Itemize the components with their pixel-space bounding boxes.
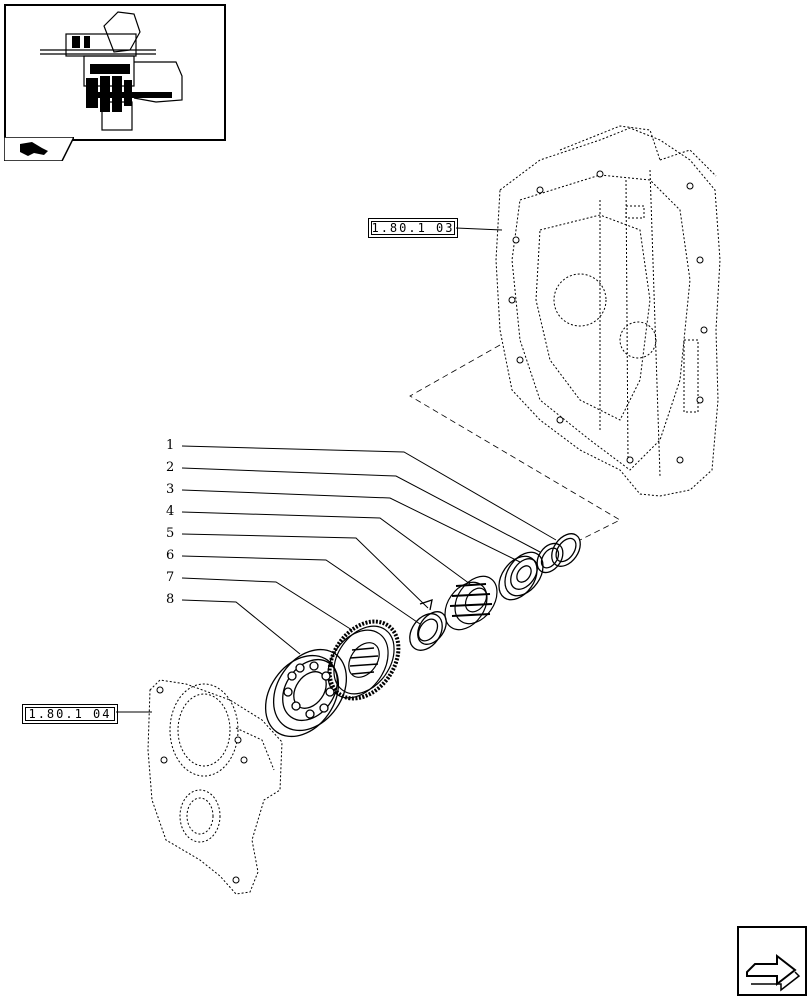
- callout-6: 6: [166, 548, 175, 563]
- gearbox-housing: [495, 125, 721, 497]
- assembly-thumbnail-icon: [40, 11, 183, 131]
- section-tab[interactable]: [3, 136, 76, 162]
- callout-7: 7: [166, 570, 175, 585]
- callout-8: 8: [166, 592, 175, 607]
- part-7-gear: [327, 619, 401, 701]
- callout-5: 5: [166, 526, 175, 541]
- part-1-circlip: [551, 533, 581, 567]
- part-2-circlip: [536, 542, 564, 574]
- callout-3: 3: [166, 482, 175, 497]
- reference-cover-plate[interactable]: 1.80.1 04: [22, 704, 118, 724]
- part-3-bearing: [498, 551, 544, 601]
- callout-2: 2: [166, 460, 175, 475]
- reference-gearbox-housing[interactable]: 1.80.1 03: [368, 218, 458, 238]
- callout-1: 1: [166, 438, 175, 453]
- cover-plate: [147, 679, 283, 895]
- tractor-section-icon: [3, 136, 76, 162]
- next-page-button[interactable]: [737, 926, 807, 996]
- next-page-arrow-icon: [737, 926, 807, 996]
- part-4-pinion: [444, 575, 498, 631]
- part-5-snap-ring: [419, 599, 433, 611]
- callout-4: 4: [166, 504, 175, 519]
- assembly-thumbnail[interactable]: [4, 4, 226, 141]
- part-6-spacer-ring: [409, 611, 447, 651]
- part-8-bearing: [264, 648, 348, 738]
